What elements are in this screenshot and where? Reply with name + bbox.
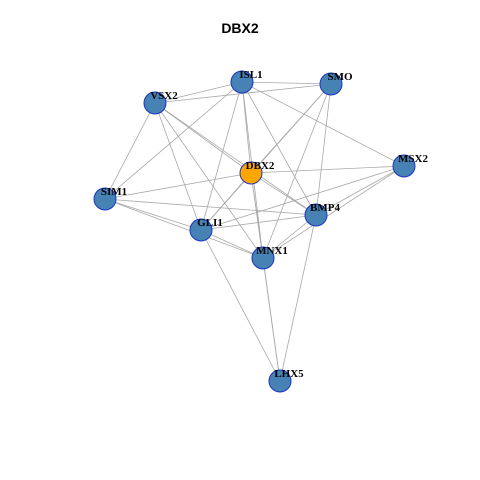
edge-isl1-msx2 [241, 81, 405, 167]
edge-dbx2-msx2 [250, 165, 405, 174]
node-circle[interactable] [230, 70, 254, 94]
edge-vsx2-gli1 [154, 102, 202, 231]
edge-msx2-gli1 [200, 165, 405, 231]
page-title: DBX2 [221, 20, 259, 36]
node-mnx1[interactable]: MNX1 [251, 245, 288, 270]
node-label: BMP4 [310, 202, 340, 214]
node-msx2[interactable]: MSX2 [392, 153, 428, 178]
node-circle[interactable] [319, 72, 343, 96]
edge-sim1-mnx1 [104, 198, 264, 259]
edge-msx2-bmp4 [315, 165, 405, 216]
edge-bmp4-gli1 [200, 214, 317, 231]
edge-isl1-sim1 [104, 81, 243, 200]
node-circle[interactable] [251, 246, 275, 270]
edge-isl1-bmp4 [241, 81, 317, 216]
node-label: ISL1 [239, 69, 262, 81]
node-circle[interactable] [304, 203, 328, 227]
edge-msx2-mnx1 [262, 165, 405, 259]
edge-isl1-smo [241, 81, 332, 85]
node-circle[interactable] [93, 187, 117, 211]
node-label: MNX1 [256, 245, 288, 257]
edge-sim1-bmp4 [104, 198, 317, 216]
edge-isl1-gli1 [200, 81, 243, 231]
node-label: SMO [327, 71, 353, 83]
edge-smo-vsx2 [154, 83, 332, 104]
node-label: MSX2 [398, 153, 428, 165]
edge-vsx2-bmp4 [154, 102, 317, 216]
node-label: GLI1 [197, 217, 223, 229]
node-label: VSX2 [150, 90, 178, 102]
edge-dbx2-gli1 [200, 172, 252, 231]
node-circle[interactable] [268, 369, 292, 393]
edge-bmp4-lhx5 [279, 214, 317, 382]
edge-gli1-lhx5 [200, 229, 281, 382]
node-smo[interactable]: SMO [319, 71, 353, 96]
node-bmp4[interactable]: BMP4 [304, 202, 340, 227]
node-dbx2[interactable]: DBX2 [239, 160, 275, 185]
edge-sim1-gli1 [104, 198, 202, 231]
edge-dbx2-bmp4 [250, 172, 317, 216]
node-vsx2[interactable]: VSX2 [143, 90, 178, 115]
node-gli1[interactable]: GLI1 [189, 217, 223, 242]
edge-vsx2-sim1 [104, 102, 156, 200]
node-circle[interactable] [392, 154, 416, 178]
node-circle[interactable] [239, 161, 263, 185]
node-isl1[interactable]: ISL1 [230, 69, 263, 94]
edge-mnx1-lhx5 [262, 257, 281, 382]
node-label: SIM1 [101, 186, 127, 198]
node-lhx5[interactable]: LHX5 [268, 368, 304, 393]
edge-dbx2-sim1 [104, 172, 252, 200]
edge-layer [104, 81, 405, 382]
edge-isl1-vsx2 [154, 81, 243, 104]
node-circle[interactable] [143, 91, 167, 115]
node-circle[interactable] [189, 218, 213, 242]
edge-vsx2-dbx2 [154, 102, 252, 174]
node-label: LHX5 [274, 368, 304, 380]
node-label: DBX2 [246, 160, 275, 172]
node-sim1[interactable]: SIM1 [93, 186, 127, 211]
